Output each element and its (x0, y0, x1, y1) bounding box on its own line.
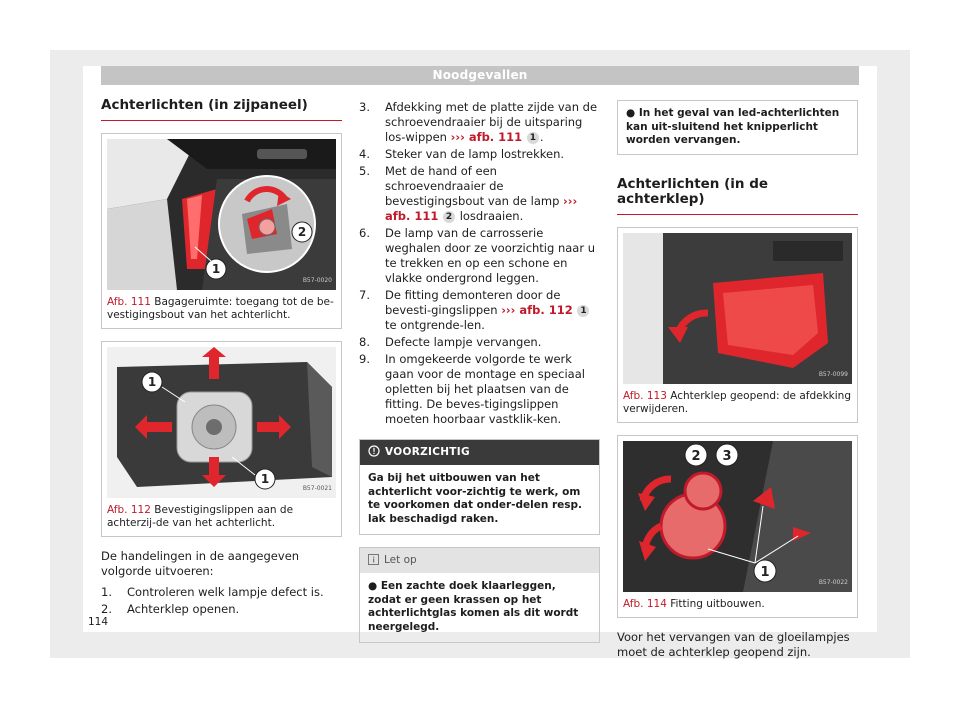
figure-113: B57-0099 Afb. 113 Achterklep geopend: de… (617, 226, 858, 423)
note-text: ● Een zachte doek klaarleggen, zodat er … (368, 580, 579, 633)
section-heading-zijpaneel: Achterlichten (in zijpaneel) (101, 98, 342, 121)
figure-link[interactable]: ››› afb. 111 (385, 194, 578, 223)
middle-column: 3. Afdekking met de platte zijde van de s… (359, 100, 600, 643)
step-number: 6. (359, 226, 370, 240)
note-box: Let op ● Een zachte doek klaarleggen, zo… (359, 547, 600, 643)
warning-icon (368, 445, 380, 457)
step-item: 5. Met de hand of een schroevendraaier de… (359, 164, 600, 224)
step-list-middle: 3. Afdekking met de platte zijde van de s… (359, 100, 600, 427)
figure-112: 1 1 B57-0021 Afb. 112 Bevestigingslippen… (101, 341, 342, 537)
step-item: 9. In omgekeerde volgorde te werk gaan vo… (359, 352, 600, 427)
figure-link[interactable]: ››› afb. 111 (450, 130, 523, 144)
figure-113-code: B57-0099 (818, 370, 848, 378)
step-text: Controleren welk lampje defect is. (127, 585, 324, 599)
warning-title: VOORZICHTIG (385, 446, 470, 458)
page-number: 114 (88, 616, 109, 628)
warning-box: VOORZICHTIG Ga bij het uitbouwen van het… (359, 439, 600, 535)
step-text: De lamp van de carrosserie weghalen door… (385, 226, 596, 285)
svg-text:1: 1 (760, 565, 769, 580)
note-title: Let op (384, 554, 417, 566)
step-number: 4. (359, 147, 370, 161)
step-item: 3. Afdekking met de platte zijde van de s… (359, 100, 600, 145)
figure-113-label: Afb. 113 (623, 389, 667, 402)
step-item: 6. De lamp van de carrosserie weghalen do… (359, 226, 600, 286)
figure-112-caption: Afb. 112 Bevestigingslippen aan de achte… (107, 504, 336, 530)
step-text-end: . (539, 130, 544, 144)
left-column: Achterlichten (in zijpaneel) 2 (101, 98, 342, 619)
info-icon (368, 554, 379, 565)
figure-113-image: B57-0099 (623, 232, 852, 384)
step-number: 9. (359, 352, 370, 366)
figure-112-label: Afb. 112 (107, 504, 151, 516)
step-number: 3. (359, 100, 370, 114)
figure-114: 2 3 1 B57-0022 Afb. 114 Fitting uitbouwe… (617, 434, 858, 618)
warning-header: VOORZICHTIG (360, 440, 599, 465)
step-text: Afdekking met de platte zijde van de sch… (385, 100, 598, 144)
step-text: Met de hand of een schroevendraaier de b… (385, 164, 560, 208)
step-text: De fitting demonteren door de bevesti-gi… (385, 288, 561, 317)
step-text: Steker van de lamp lostrekken. (385, 147, 565, 161)
section-heading-achterklep: Achterlichten (in de achterklep) (617, 176, 858, 215)
closing-text: Voor het vervangen van de gloeilampjes m… (617, 629, 850, 659)
callout-number: 1 (526, 132, 539, 144)
right-column: ● In het geval van led-achterlichten kan… (617, 100, 858, 660)
figure-114-code: B57-0022 (818, 578, 848, 586)
section-header: Noodgevallen (101, 66, 859, 85)
figure-114-image: 2 3 1 B57-0022 (623, 440, 852, 592)
step-text-end: te ontgrende-len. (385, 318, 485, 332)
note-header: Let op (360, 548, 599, 573)
figure-114-caption: Afb. 114 Fitting uitbouwen. (623, 598, 852, 611)
svg-text:1: 1 (212, 262, 220, 276)
step-text: Defecte lampje vervangen. (385, 335, 542, 349)
figure-111-text: Bagageruimte: toegang tot de be-vestigin… (107, 296, 334, 321)
figure-114-label: Afb. 114 (623, 597, 667, 610)
figure-112-code: B57-0021 (302, 485, 332, 492)
step-number: 8. (359, 335, 370, 349)
svg-text:3: 3 (722, 449, 731, 464)
figure-111: 2 1 B57-0020 Afb. 111 Bagageruimte: toeg… (101, 133, 342, 329)
step-text: In omgekeerde volgorde te werk gaan voor… (385, 352, 585, 426)
step-item: 7. De fitting demonteren door de bevesti-… (359, 288, 600, 333)
svg-text:1: 1 (148, 375, 156, 389)
step-text-end: losdraaien. (459, 209, 524, 223)
svg-text:1: 1 (261, 472, 269, 486)
step-number: 2. (101, 602, 112, 616)
figure-111-label: Afb. 111 (107, 296, 151, 308)
callout-number: 2 (443, 211, 456, 223)
figure-111-image: 2 1 B57-0020 (107, 139, 336, 290)
led-note-text: In het geval van led-achterlichten kan u… (626, 107, 840, 146)
step-number: 7. (359, 288, 370, 302)
figure-113-text: Achterklep geopend: de afdekking verwijd… (623, 389, 852, 415)
step-item: 1. Controleren welk lampje defect is. (101, 585, 342, 600)
step-item: 8. Defecte lampje vervangen. (359, 335, 600, 350)
figure-111-caption: Afb. 111 Bagageruimte: toegang tot de be… (107, 296, 336, 322)
step-list-left: 1. Controleren welk lampje defect is. 2. A… (101, 585, 342, 617)
figure-link[interactable]: ››› afb. 112 (501, 303, 573, 317)
step-item: 2. Achterklep openen. (101, 602, 342, 617)
figure-112-text: Bevestigingslippen aan de achterzij-de v… (107, 504, 294, 529)
figure-112-image: 1 1 B57-0021 (107, 347, 336, 498)
intro-text: De handelingen in de aangegeven volgorde… (101, 549, 300, 578)
svg-text:2: 2 (298, 225, 306, 239)
warning-text: Ga bij het uitbouwen van het achterlicht… (368, 472, 583, 525)
led-note-box: ● In het geval van led-achterlichten kan… (617, 100, 858, 155)
note-bullet-text: Een zachte doek klaarleggen, zodat er ge… (368, 580, 579, 633)
step-number: 1. (101, 585, 112, 599)
step-item: 4. Steker van de lamp lostrekken. (359, 147, 600, 162)
figure-113-caption: Afb. 113 Achterklep geopend: de afdekkin… (623, 390, 852, 416)
step-number: 5. (359, 164, 370, 178)
figure-111-code: B57-0020 (302, 277, 332, 284)
svg-text:2: 2 (691, 449, 700, 464)
step-text: Achterklep openen. (127, 602, 240, 616)
figure-114-text: Fitting uitbouwen. (670, 597, 765, 610)
callout-number: 1 (577, 305, 590, 317)
